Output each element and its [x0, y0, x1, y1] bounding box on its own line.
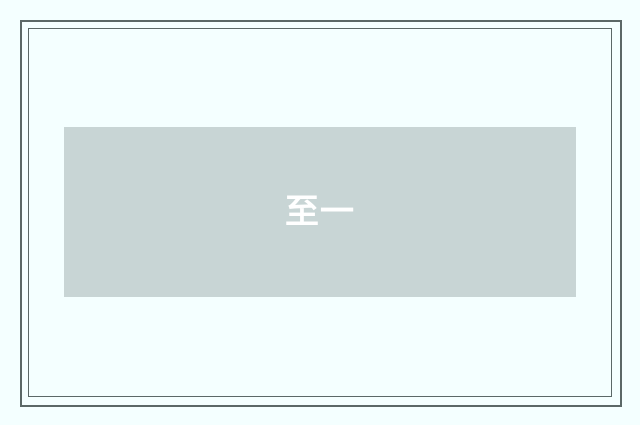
inner-frame-border: [28, 28, 612, 397]
banner-panel: 至一: [64, 127, 576, 297]
banner-title: 至一: [285, 192, 355, 232]
outer-frame-border: [20, 20, 622, 407]
